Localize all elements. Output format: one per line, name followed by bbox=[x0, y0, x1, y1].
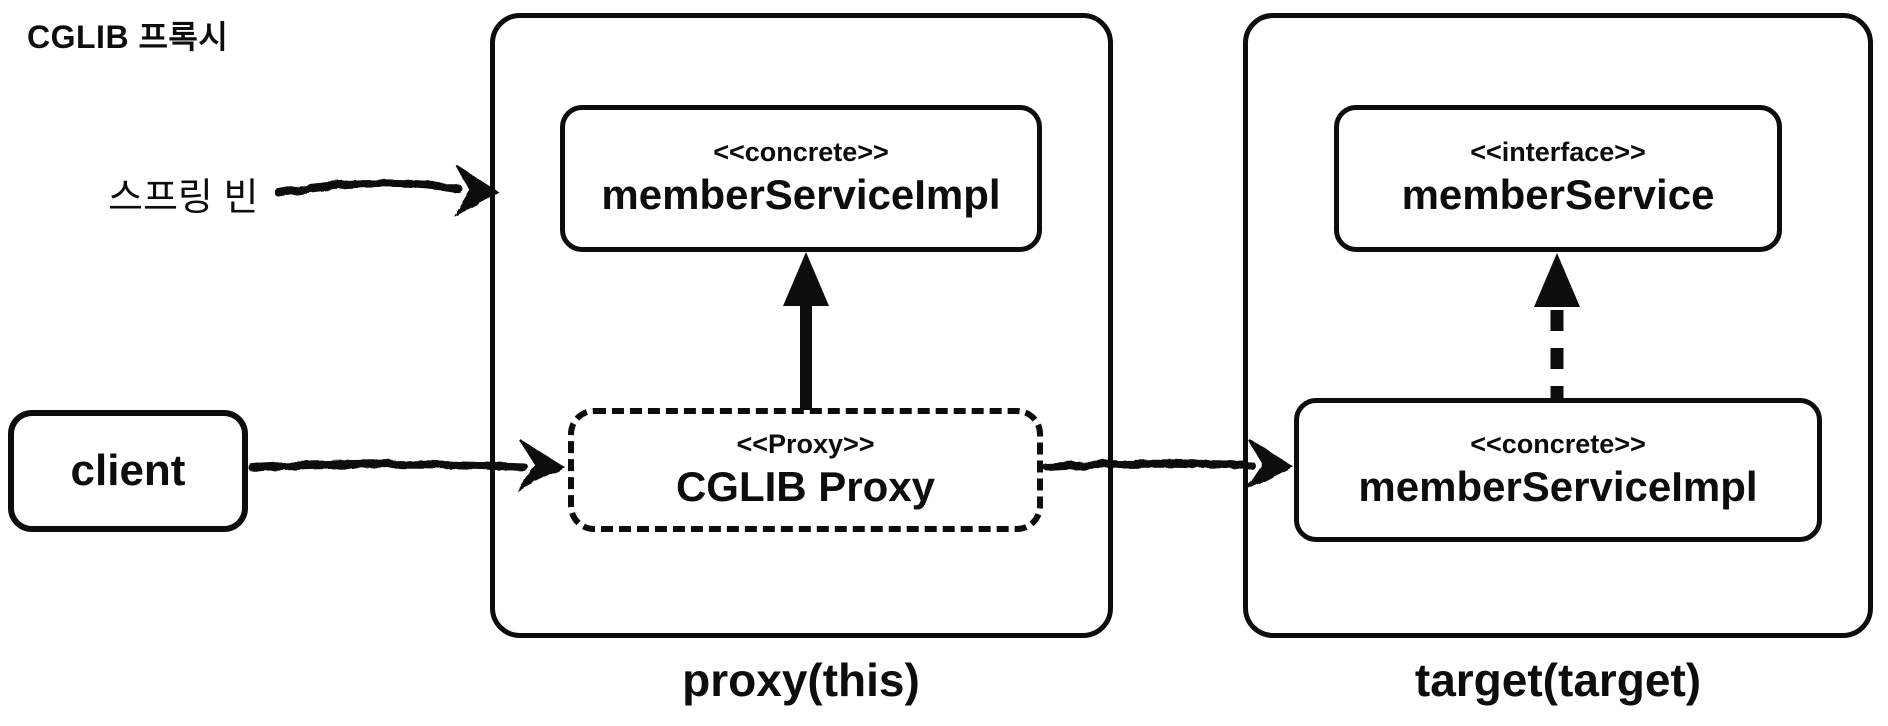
target-concrete-node: <<concrete>> memberServiceImpl bbox=[1294, 398, 1822, 542]
target-concrete-stereotype: <<concrete>> bbox=[1470, 428, 1646, 459]
target-interface-node: <<interface>> memberService bbox=[1334, 105, 1782, 252]
client-node: client bbox=[8, 410, 248, 532]
spring-bean-label: 스프링 빈 bbox=[108, 177, 259, 219]
target-concrete-name: memberServiceImpl bbox=[1358, 462, 1758, 510]
diagram-title: CGLIB 프록시 bbox=[27, 19, 229, 55]
spring-bean-arrow bbox=[275, 165, 499, 217]
cglib-proxy-stereotype: <<Proxy>> bbox=[736, 428, 875, 459]
proxy-group-label: proxy(this) bbox=[682, 654, 920, 706]
client-label: client bbox=[70, 446, 186, 495]
target-group-label: target(target) bbox=[1414, 654, 1702, 706]
proxy-concrete-stereotype: <<concrete>> bbox=[713, 137, 889, 168]
proxy-concrete-node: <<concrete>> memberServiceImpl bbox=[560, 105, 1042, 252]
proxy-concrete-name: memberServiceImpl bbox=[601, 171, 1001, 219]
cglib-proxy-name: CGLIB Proxy bbox=[675, 462, 936, 510]
cglib-proxy-node: <<Proxy>> CGLIB Proxy bbox=[568, 408, 1043, 532]
target-interface-name: memberService bbox=[1401, 171, 1715, 219]
target-interface-stereotype: <<interface>> bbox=[1470, 137, 1646, 168]
